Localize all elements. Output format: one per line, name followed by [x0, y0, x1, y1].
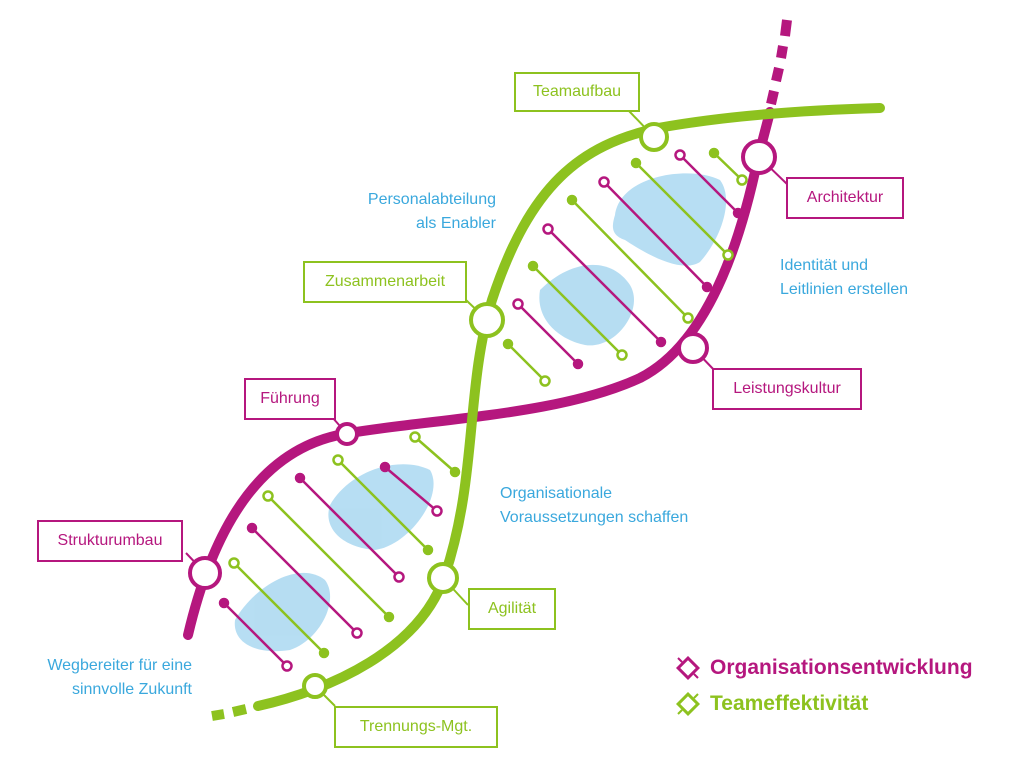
label-zusammenarbeit: Zusammenarbeit [303, 261, 467, 303]
ring-trennungs [302, 673, 328, 699]
label-teamaufbau: Teamaufbau [514, 72, 640, 112]
note-line: Identität und [780, 257, 869, 274]
label-fuehrung: Führung [244, 378, 336, 420]
note-wegbereiter: Wegbereiter für eine sinnvolle Zukunft [0, 654, 192, 702]
note-line: Leitlinien erstellen [780, 281, 909, 298]
note-line: Wegbereiter für eine [47, 657, 192, 674]
note-line: Personalabteilung [367, 191, 496, 208]
label-trennungs: Trennungs-Mgt. [334, 706, 498, 748]
label-strukturumbau: Strukturumbau [37, 520, 183, 562]
ring-fuehrung [335, 422, 359, 446]
note-personalabteilung: Personalabteilung als Enabler [300, 188, 496, 236]
label-agilitaet: Agilität [468, 588, 556, 630]
legend-team: Teameffektivität [676, 692, 868, 716]
diamond-ring-icon [676, 692, 700, 716]
note-identitaet: Identität und Leitlinien erstellen [780, 254, 908, 302]
ring-leistungskultur [677, 332, 709, 364]
team-strand [253, 103, 885, 711]
team-strand-dashes [211, 704, 248, 721]
organisation-strand-dashes [766, 19, 792, 106]
helix-rungs [218, 147, 748, 672]
legend-organisation-label: Organisationsentwicklung [710, 656, 973, 679]
ring-strukturumbau [188, 556, 222, 590]
label-architektur: Architektur [786, 177, 904, 219]
note-line: Voraussetzungen schaffen [500, 509, 689, 526]
note-line: als Enabler [415, 215, 496, 232]
legend-team-label: Teameffektivität [710, 692, 869, 715]
ring-agilitaet [427, 562, 459, 594]
organisation-strand [183, 107, 775, 640]
ring-zusammenarbeit [469, 302, 505, 338]
label-leistungskultur: Leistungskultur [712, 368, 862, 410]
note-line: sinnvolle Zukunft [71, 681, 192, 698]
note-organisationale: Organisationale Voraussetzungen schaffen [500, 482, 688, 530]
note-line: Organisationale [500, 485, 613, 502]
legend-organisation: Organisationsentwicklung [676, 656, 973, 680]
ring-teamaufbau [639, 122, 669, 152]
milestone-rings [188, 122, 777, 699]
diamond-ring-icon [676, 656, 700, 680]
ring-architektur [741, 139, 777, 175]
